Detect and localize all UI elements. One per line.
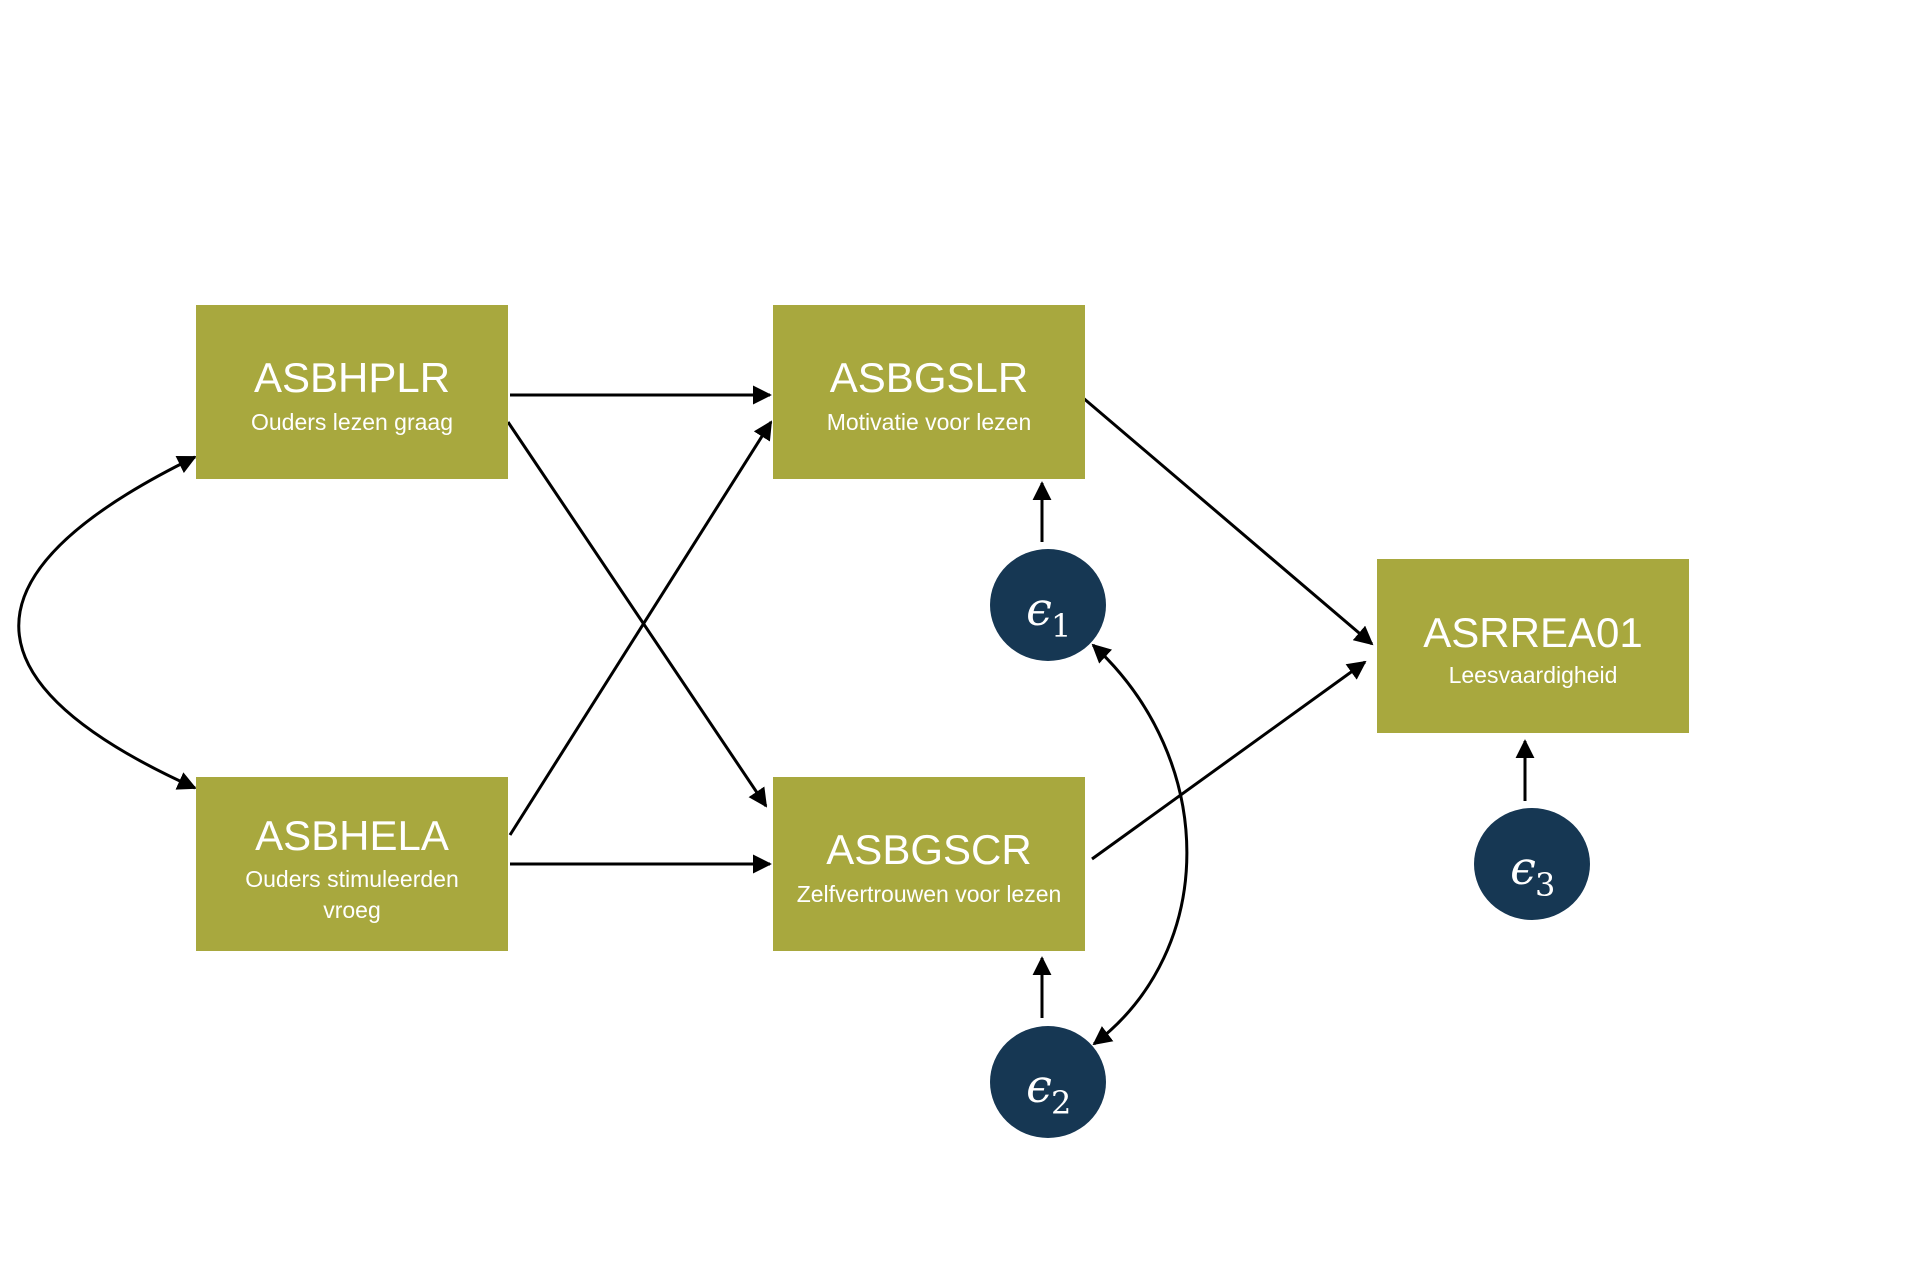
node-asrrea01-title: ASRREA01	[1423, 609, 1642, 656]
node-asbgscr-subtitle: Zelfvertrouwen voor lezen	[797, 881, 1062, 907]
error-e2: ϵ 2	[990, 1026, 1106, 1138]
error-e1-index: 1	[1051, 607, 1071, 645]
error-e3-index: 3	[1535, 866, 1555, 904]
node-asrrea01: ASRREA01 Leesvaardigheid	[1377, 559, 1689, 733]
node-asrrea01-box	[1377, 559, 1689, 733]
arrow-asbgscr-to-asrrea01	[1091, 660, 1367, 861]
node-asbgscr: ASBGSCR Zelfvertrouwen voor lezen	[773, 777, 1085, 951]
node-asbgscr-title: ASBGSCR	[826, 826, 1031, 873]
node-asbhela: ASBHELA Ouders stimuleerden vroeg	[196, 777, 508, 951]
error-e1: ϵ 1	[990, 549, 1106, 661]
error-e1-circle	[990, 549, 1106, 661]
error-e3: ϵ 3	[1474, 808, 1590, 920]
node-asbgslr-title: ASBGSLR	[830, 354, 1028, 401]
node-asbhela-subtitle-line2: vroeg	[323, 897, 381, 923]
arrow-asbhplr-to-asbgscr	[506, 421, 768, 808]
node-asbgslr: ASBGSLR Motivatie voor lezen	[773, 305, 1085, 479]
error-e3-symbol: ϵ	[1510, 841, 1536, 895]
node-asbhplr-box	[196, 305, 508, 479]
covariance-asbhplr-asbhela	[17, 455, 197, 790]
error-e2-index: 2	[1051, 1084, 1071, 1122]
node-asbhplr-title: ASBHPLR	[254, 354, 450, 401]
error-e1-symbol: ϵ	[1026, 582, 1052, 636]
arrow-asbhela-to-asbgslr	[508, 420, 773, 836]
arrow-asbgslr-to-asrrea01	[1081, 395, 1374, 646]
node-asbhplr: ASBHPLR Ouders lezen graag	[196, 305, 508, 479]
node-asbhplr-subtitle: Ouders lezen graag	[251, 409, 453, 435]
node-asbhela-subtitle-line1: Ouders stimuleerden	[245, 866, 459, 892]
node-asbgslr-subtitle: Motivatie voor lezen	[827, 409, 1032, 435]
node-asbhela-title: ASBHELA	[255, 812, 449, 859]
error-e2-circle	[990, 1026, 1106, 1138]
node-asrrea01-subtitle: Leesvaardigheid	[1449, 662, 1618, 688]
node-asbgslr-box	[773, 305, 1085, 479]
node-asbhela-box	[196, 777, 508, 951]
arrows	[17, 385, 1535, 1046]
covariance-e1-e2	[1091, 643, 1189, 1046]
error-e2-symbol: ϵ	[1026, 1059, 1052, 1113]
error-e3-circle	[1474, 808, 1590, 920]
node-asbgscr-box	[773, 777, 1085, 951]
